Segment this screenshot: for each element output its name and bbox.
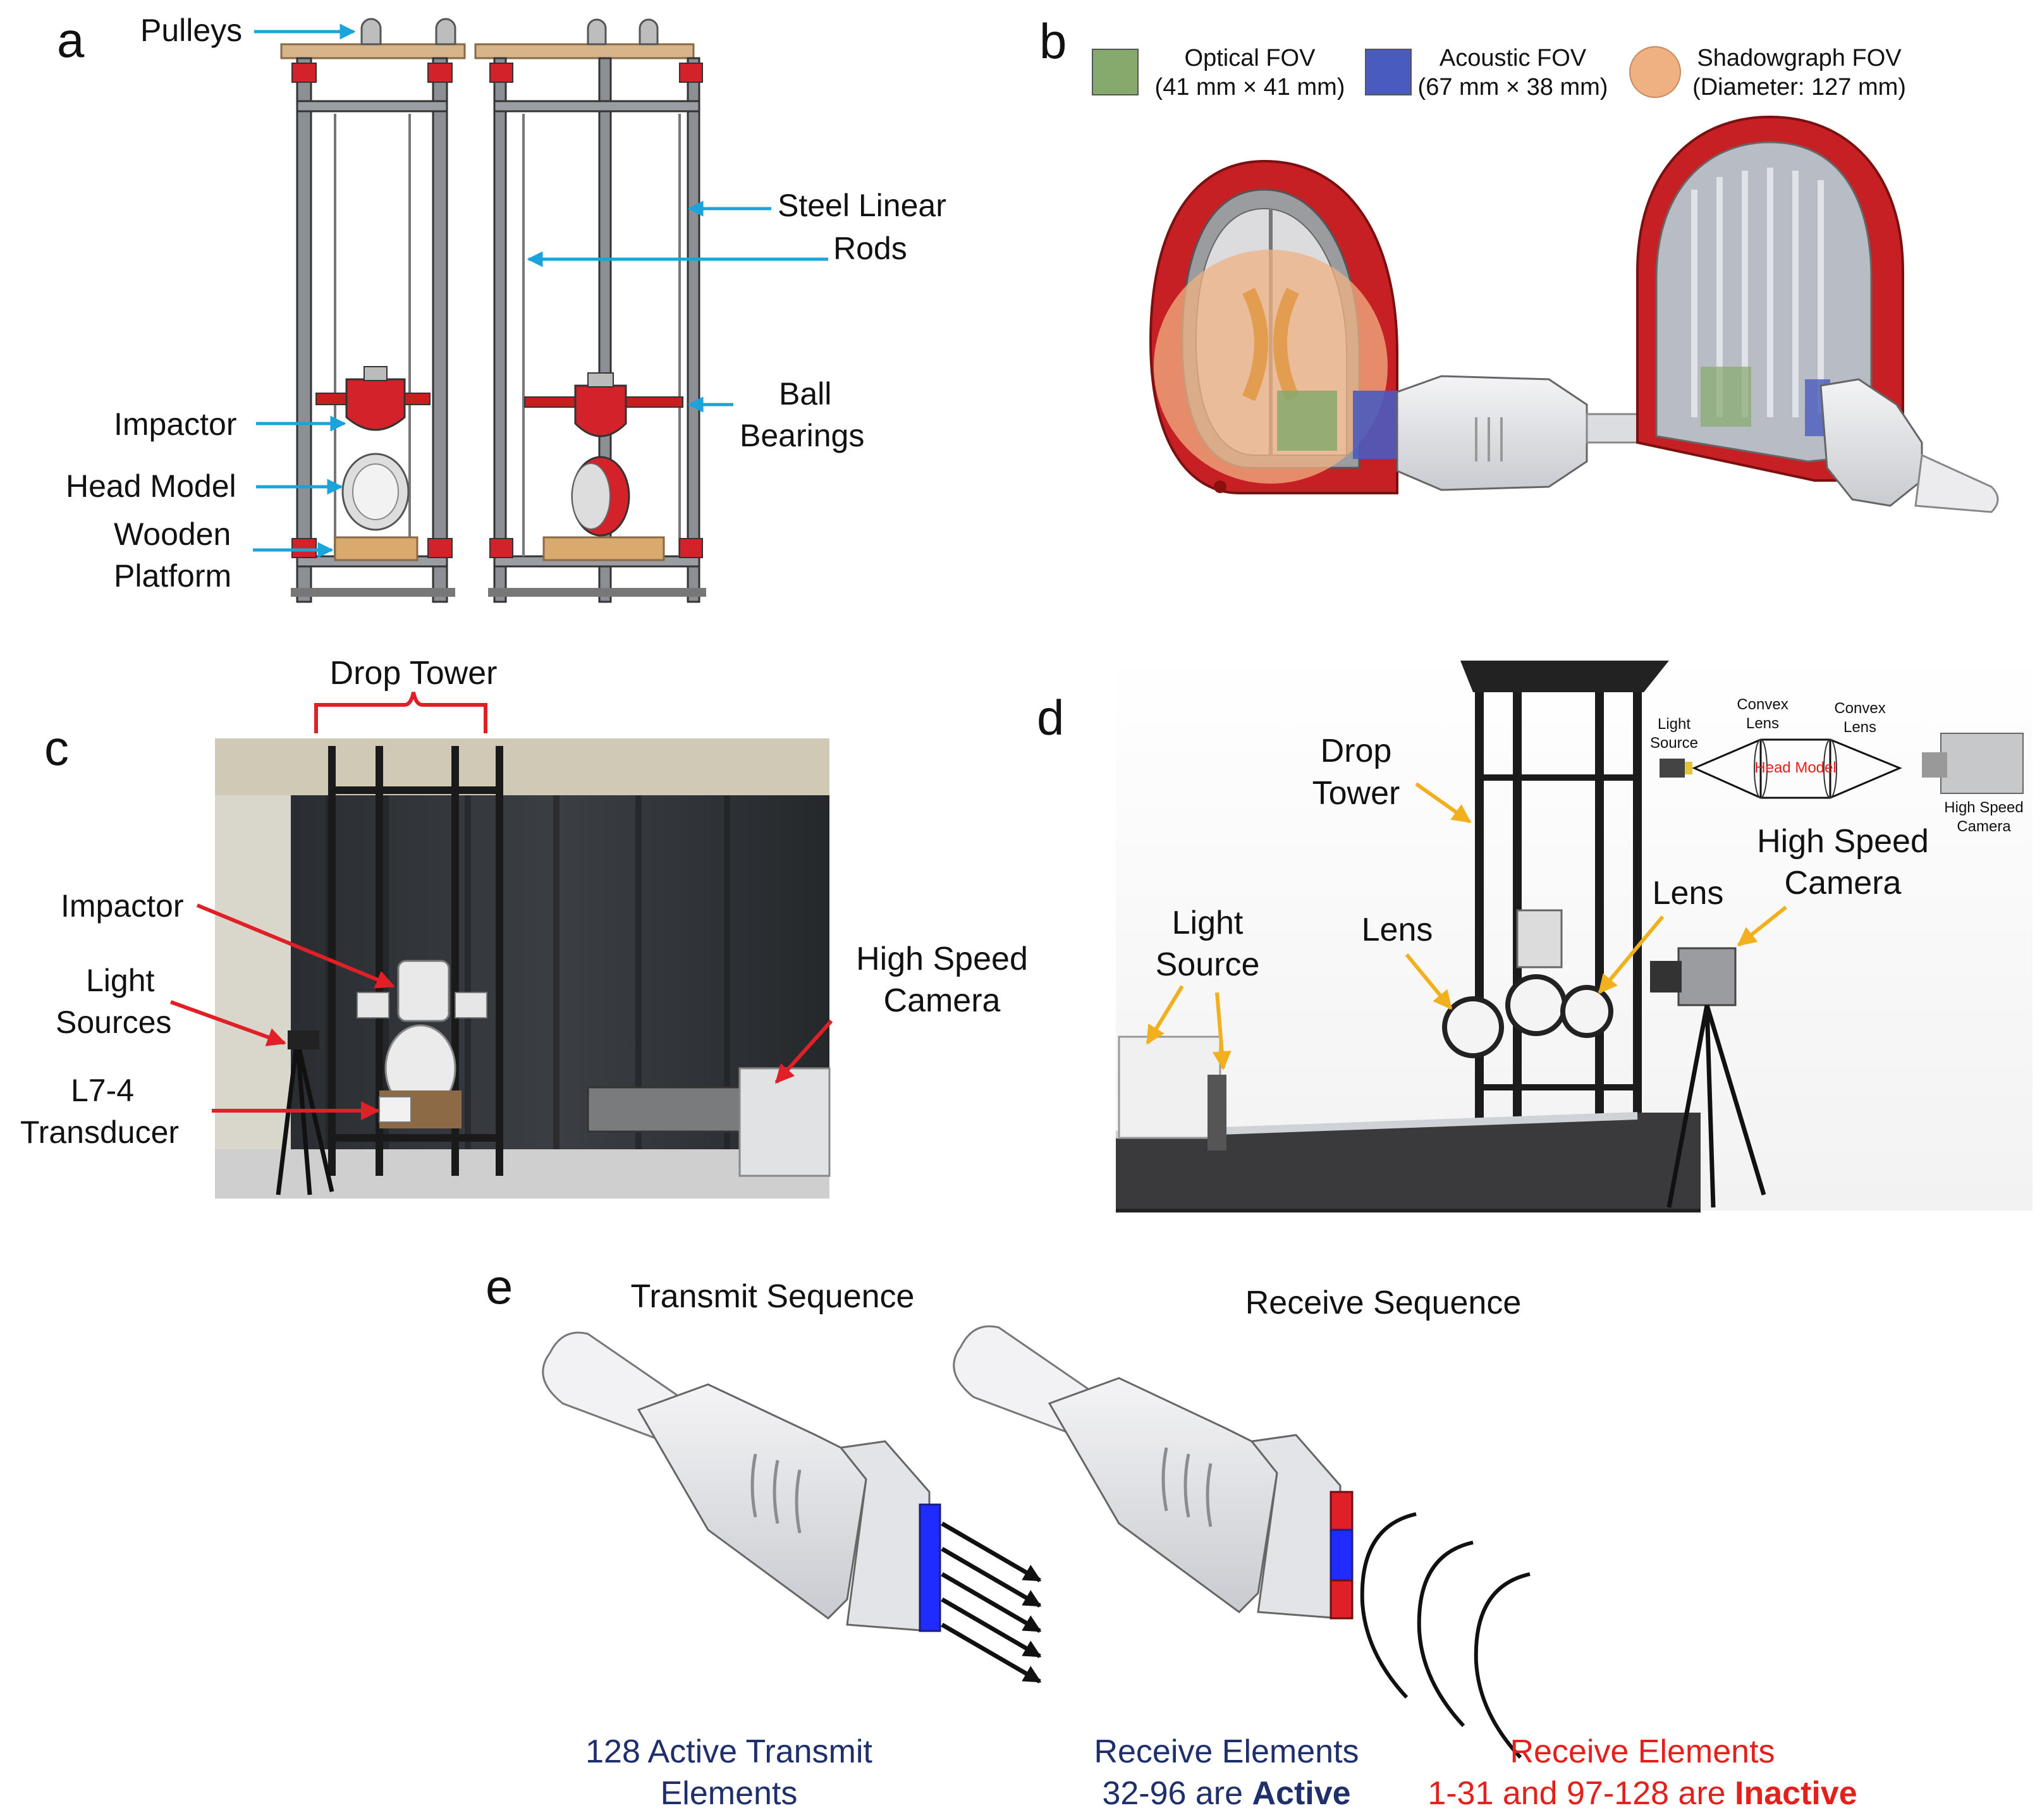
- label-drop-tower-d-1: Drop: [1321, 733, 1392, 769]
- transmit-caption-1: 128 Active Transmit: [585, 1733, 872, 1770]
- receive-sequence-title: Receive Sequence: [1245, 1285, 1522, 1321]
- inactive-caption-2: 1-31 and 97-128 are Inactive: [1428, 1775, 1857, 1812]
- label-transducer-1: L7-4: [71, 1073, 134, 1108]
- schematic-head-model: Head Model: [1754, 759, 1836, 776]
- panel-e: e Transmit Sequence Receive Sequence: [486, 1259, 1857, 1812]
- schematic-camera-2: Camera: [1957, 818, 2011, 835]
- label-light-sources-2: Sources: [56, 1005, 171, 1040]
- photo-lab-setup: [215, 738, 831, 1199]
- label-impactor-c: Impactor: [61, 888, 184, 924]
- label-lens-left: Lens: [1362, 912, 1433, 948]
- photo-drop-tower-setup: [1115, 654, 2033, 1212]
- head-model-3d: [1636, 115, 1999, 513]
- acoustic-fov-region: [1353, 391, 1397, 459]
- pulley-icon: [639, 18, 659, 46]
- receive-echo-arcs: [1360, 1512, 1531, 1759]
- schematic-camera-1: High Speed: [1944, 799, 2023, 816]
- active-caption-2: 32-96 are Active: [1102, 1775, 1350, 1812]
- receive-probe: [953, 1325, 1354, 1620]
- schematic-light-source-2: Source: [1650, 735, 1698, 752]
- panel-c: c Drop Tower: [20, 655, 1028, 1199]
- label-lens-right: Lens: [1653, 875, 1724, 912]
- legend-title-shadowgraph: Shadowgraph FOV: [1697, 45, 1902, 71]
- optical-path-schematic: Head Model Light Source Convex Lens Conv…: [1650, 696, 2024, 835]
- panel-c-letter: c: [44, 720, 69, 776]
- legend-swatch-acoustic: [1365, 49, 1412, 95]
- panel-a-callouts: Pulleys Steel Linear Rods Impactor Ball …: [66, 13, 946, 594]
- label-head-model: Head Model: [66, 468, 236, 504]
- label-light-source-d-2: Source: [1156, 946, 1260, 983]
- panel-d: d: [1037, 654, 2033, 1212]
- label-light-sources-1: Light: [86, 963, 155, 998]
- legend-detail-shadowgraph: (Diameter: 127 mm): [1692, 74, 1906, 101]
- label-camera-d-1: High Speed: [1757, 823, 1929, 860]
- panel-e-captions: 128 Active Transmit Elements Receive Ele…: [585, 1733, 1857, 1812]
- schematic-convex-lens-2b: Lens: [1843, 719, 1876, 736]
- label-steel-linear-rods-1: Steel Linear: [778, 188, 946, 223]
- label-light-source-d-1: Light: [1172, 905, 1244, 941]
- pulley-icon: [435, 18, 456, 46]
- label-transducer-2: Transducer: [20, 1115, 179, 1150]
- schematic-convex-lens-1a: Convex: [1737, 696, 1788, 713]
- panel-a-letter: a: [57, 12, 85, 68]
- drop-tower-bracket: Drop Tower: [314, 655, 498, 733]
- pulley-icon: [587, 18, 607, 46]
- schematic-convex-lens-2a: Convex: [1834, 700, 1885, 717]
- head-model-cross-section: [1149, 159, 1398, 494]
- drop-tower-side-view: [474, 18, 706, 603]
- label-drop-tower-d-2: Tower: [1312, 775, 1400, 812]
- inactive-caption-1: Receive Elements: [1510, 1733, 1775, 1770]
- ultrasound-probe-b: [1396, 375, 1664, 491]
- panel-d-callouts: Drop Tower Light Source Lens Lens High S…: [1146, 733, 1929, 1070]
- transmit-probe: [542, 1331, 941, 1632]
- label-wooden-platform-2: Platform: [114, 558, 231, 594]
- label-camera-c-1: High Speed: [856, 941, 1028, 977]
- label-impactor: Impactor: [114, 406, 237, 442]
- fov-legend: Optical FOV (41 mm × 41 mm) Acoustic FOV…: [1092, 45, 1906, 101]
- label-pulleys: Pulleys: [140, 13, 242, 48]
- label-ball-bearings-1: Ball: [779, 376, 831, 412]
- active-receive-elements: [1330, 1529, 1354, 1582]
- legend-detail-acoustic: (67 mm × 38 mm): [1418, 74, 1608, 101]
- panel-b: b Optical FOV (41 mm × 41 mm) Acoustic F…: [1039, 13, 1999, 513]
- panel-e-letter: e: [486, 1259, 513, 1314]
- label-ball-bearings-2: Bearings: [740, 418, 864, 453]
- legend-detail-optical: (41 mm × 41 mm): [1155, 74, 1345, 101]
- transmit-wave-arrows: [941, 1521, 1042, 1684]
- pulley-icon: [360, 18, 382, 46]
- drop-tower-front-view: [280, 18, 466, 603]
- panel-b-letter: b: [1039, 13, 1067, 69]
- active-caption-1: Receive Elements: [1094, 1733, 1359, 1770]
- panel-a: a: [57, 12, 946, 603]
- schematic-light-source-1: Light: [1658, 716, 1690, 733]
- inactive-receive-elements-top: [1330, 1491, 1354, 1531]
- inactive-receive-elements-bottom: [1330, 1579, 1354, 1620]
- label-camera-d-2: Camera: [1785, 865, 1902, 901]
- transmit-caption-2: Elements: [661, 1775, 798, 1812]
- panel-d-letter: d: [1037, 690, 1064, 745]
- legend-title-optical: Optical FOV: [1185, 45, 1316, 71]
- schematic-convex-lens-1b: Lens: [1746, 715, 1779, 732]
- legend-title-acoustic: Acoustic FOV: [1440, 45, 1587, 71]
- legend-swatch-shadowgraph: [1629, 46, 1681, 98]
- transmit-sequence-title: Transmit Sequence: [631, 1278, 915, 1315]
- label-drop-tower-c: Drop Tower: [330, 655, 498, 692]
- legend-swatch-optical: [1092, 49, 1139, 95]
- optical-fov-region: [1277, 391, 1337, 451]
- active-transmit-elements: [919, 1503, 941, 1632]
- label-camera-c-2: Camera: [884, 982, 1001, 1019]
- panel-c-callouts: Impactor Light Sources L7-4 Transducer H…: [20, 888, 1028, 1150]
- label-wooden-platform-1: Wooden: [114, 516, 231, 552]
- shadowgraph-fov-region: [1154, 250, 1388, 484]
- label-steel-linear-rods-2: Rods: [833, 231, 907, 266]
